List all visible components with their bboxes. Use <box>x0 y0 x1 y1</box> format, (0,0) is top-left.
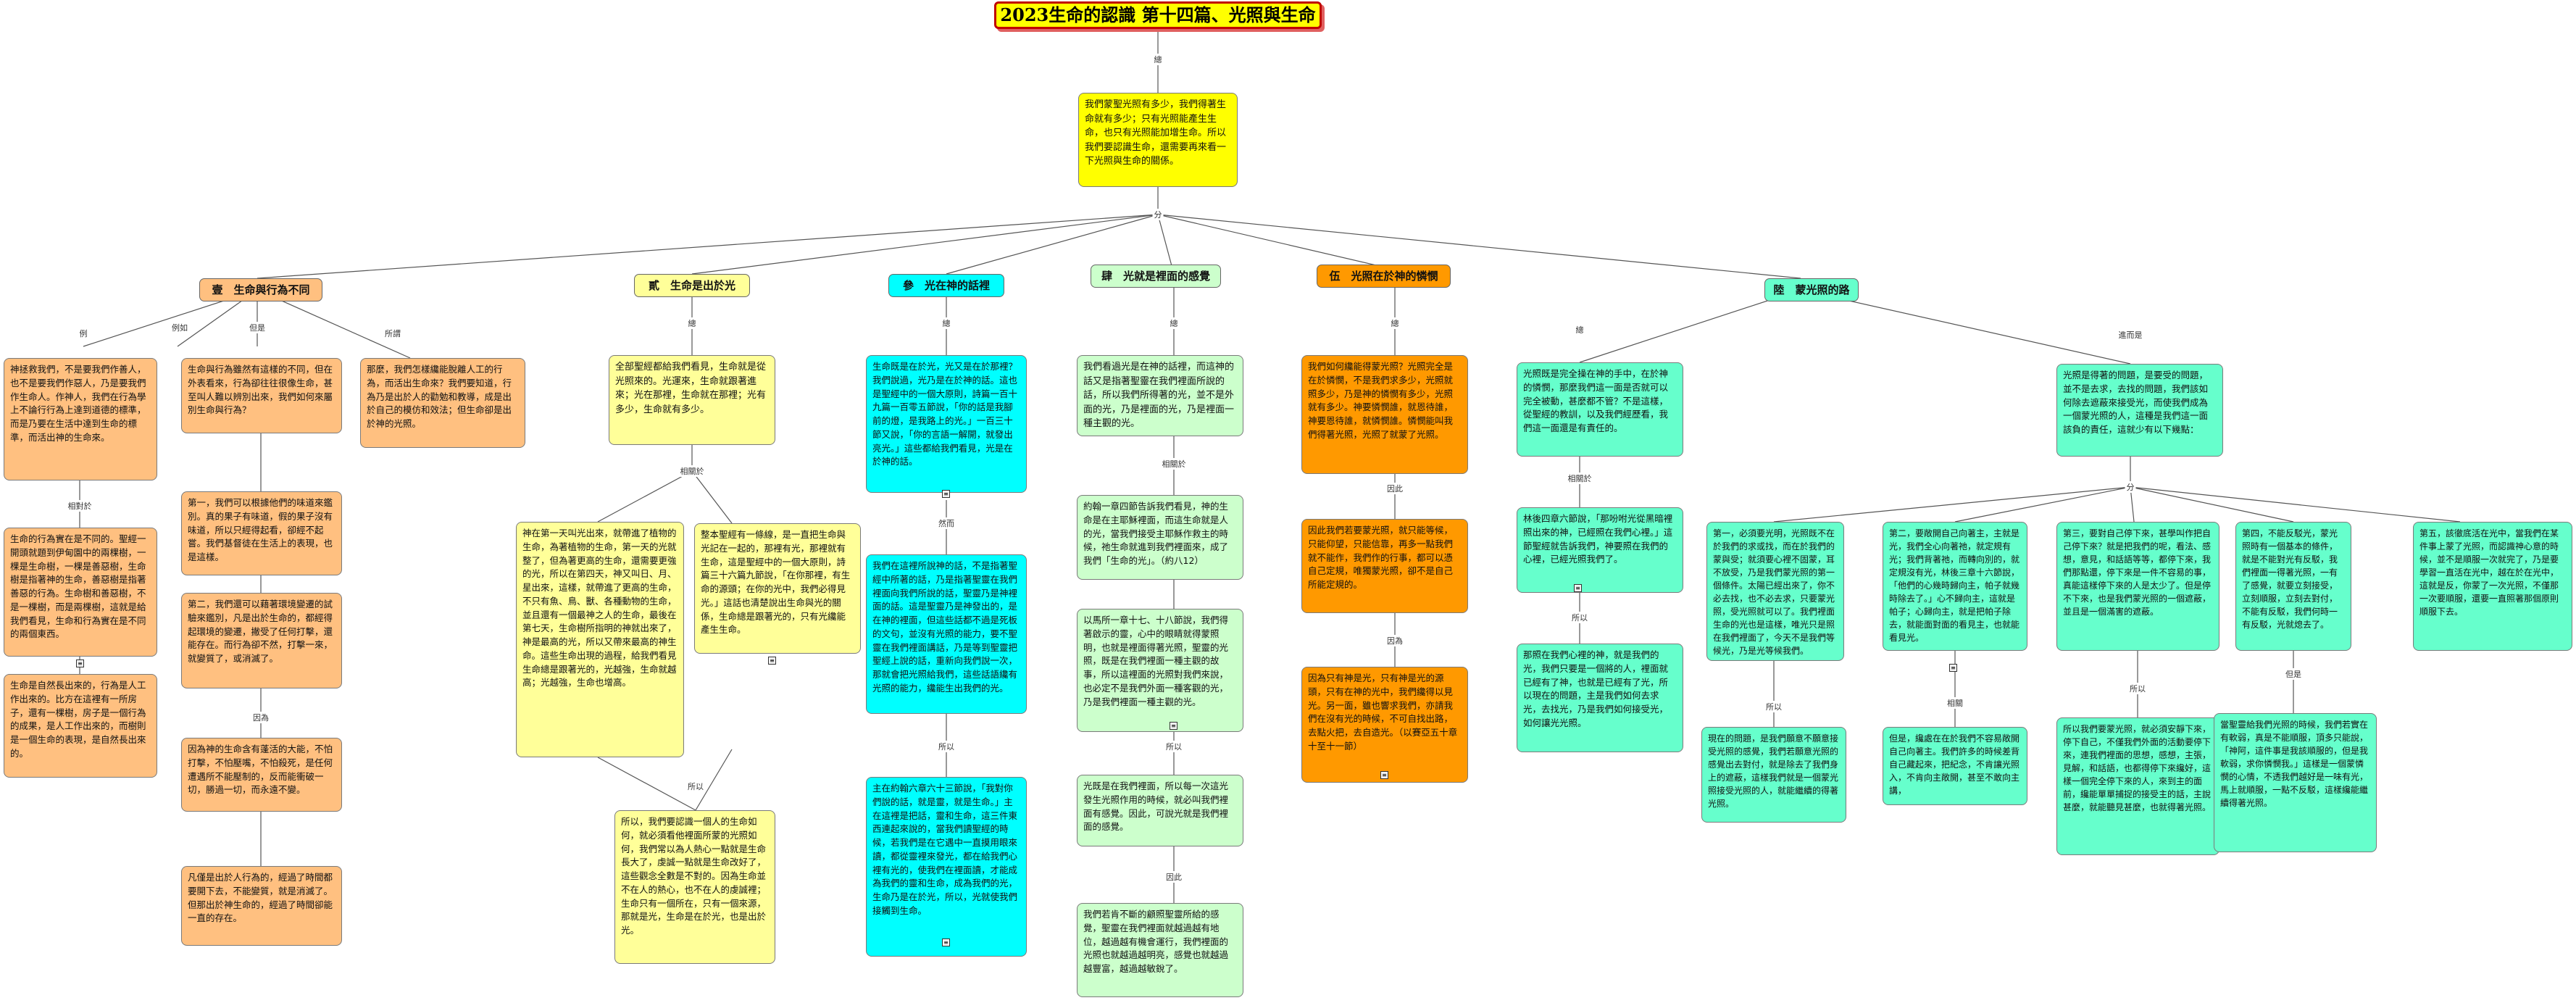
label-b6-c: 相關於 <box>1566 473 1593 484</box>
label-b6-b: 進而是 <box>2117 329 2144 341</box>
label-b2-b: 相關於 <box>678 465 706 477</box>
b1-node-1[interactable]: 神拯救我們，不是要我們作善人，也不是要我們作惡人，乃是要我們作生命人。作神人，我… <box>4 358 157 480</box>
label-b6-h: 相關 <box>1946 697 1964 709</box>
b5-node-3[interactable]: 因為只有神是光，只有神是光的源頭，只有在神的光中，我們纔得以見光。另一面，雖也響… <box>1301 667 1468 783</box>
b5-node-2[interactable]: 因此我們若要蒙光照，就只能等候，只能仰望，只能信靠，再多一點我們就不能作，我們作… <box>1301 519 1468 613</box>
label-b1-d: 所謂 <box>383 328 402 339</box>
b6-node-11[interactable]: 第四，不能反駁光，蒙光照時有一個基本的條件，就是不能對光有反駁，我們裡面一得著光… <box>2235 522 2351 651</box>
b6-node-13[interactable]: 第五，該徹底活在光中，當我們在某件事上蒙了光照，而認識神心意的時候，並不是順服一… <box>2413 522 2572 651</box>
branch-heading-6[interactable]: 陸 蒙光照的路 <box>1764 278 1859 301</box>
label-b3-c: 所以 <box>937 741 956 752</box>
branch-heading-5[interactable]: 伍 光照在於神的憐憫 <box>1317 265 1451 288</box>
root-node[interactable]: 我們蒙聖光照有多少，我們得著生命就有多少；只有光照能產生生命，也只有光照能加增生… <box>1078 93 1238 187</box>
label-b5-b: 因此 <box>1385 483 1404 494</box>
b1-node-3[interactable]: 生命是自然長出來的，行為是人工作出來的。比方在這裡有一所房子，還有一棵樹，房子是… <box>4 674 157 778</box>
b1-node-6[interactable]: 第二，我們還可以藉著環境變遷的試驗來鑑別，凡是出於生命的，都經得起環境的變遷，撇… <box>181 593 342 688</box>
label-b4-b: 相關於 <box>1160 458 1188 470</box>
b1-node-4[interactable]: 生命與行為雖然有這樣的不同，但在外表看來，行為卻往往很像生命，甚至叫人難以辨別出… <box>181 358 342 433</box>
label-title-root: 總 <box>1152 54 1164 65</box>
page-title: 2023生命的認識 第十四篇、光照與生命 <box>994 1 1322 29</box>
b6-node-10[interactable]: 所以我們要蒙光照，就必須安靜下來，停下自己，不僅我們外面的活動要停下來，連我們裡… <box>2056 717 2219 855</box>
label-b4-c: 所以 <box>1164 741 1183 752</box>
label-root-branches: 分 <box>1152 209 1164 220</box>
b2-node-2[interactable]: 神在第一天叫光出來，就帶進了植物的生命，為著植物的生命，第一天的光就整了，但為著… <box>516 522 684 757</box>
label-b5-c: 因為 <box>1385 635 1404 646</box>
b6-node-9[interactable]: 第三，要對自己停下來，甚學叫作把自己停下來？就是把我們的呢，看法、感想，意見，和… <box>2056 522 2219 651</box>
b2-node-4[interactable]: 所以，我們要認識一個人的生命如何，就必須看他裡面所蒙的光照如何，我們常以為人熱心… <box>614 810 775 964</box>
label-b2-a: 總 <box>686 317 698 329</box>
b6-node-8[interactable]: 但是，纔處在在於我們不容易敞開自己向著主。我們許多的時候差背自己藏起來，把紀念，… <box>1883 727 2027 805</box>
b2-node-3[interactable]: 整本聖經有一條線，是一直把生命與光記在一起的，那裡有光，那裡就有生命，這是聖經中… <box>694 523 861 654</box>
b5-node-1[interactable]: 我們如何纔能得蒙光照？光照完全是在於憐憫，不是我們求多少，光照就照多少，乃是神的… <box>1301 355 1468 474</box>
b4-node-2[interactable]: 約翰一章四節告訴我們看見，神的生命是在主耶穌裡面，而這生命就是人的光，當我們接受… <box>1077 495 1243 580</box>
note-icon[interactable]: ≡ <box>1574 584 1582 592</box>
label-b5-a: 總 <box>1389 317 1401 329</box>
note-icon[interactable]: ≡ <box>1170 722 1177 730</box>
b4-node-3[interactable]: 以馬所一章十七、十八節說，我們得著啟示的靈，心中的眼睛就得蒙照明，也就是裡面得著… <box>1077 609 1243 732</box>
b1-node-2[interactable]: 生命的行為實在是不同的。聖經一開頭就題到伊甸園中的兩棵樹，一棵是生命樹，一棵是善… <box>4 528 157 657</box>
b1-node-8[interactable]: 凡僅是出於人行為的，經過了時間都要開下去，不能變質，就是消滅了。但那出於神生命的… <box>181 866 342 946</box>
b6-node-3[interactable]: 那照在我們心裡的神，就是我們的光，我們只要是一個將的人，裡面就已經有了神，也就是… <box>1517 644 1683 752</box>
b6-node-7[interactable]: 第二，要敞開自己向著主，主就是光，我們全心向著祂，就定規有光；我們背著祂，而轉向… <box>1883 522 2027 651</box>
branch-heading-4[interactable]: 肆 光就是裡面的感覺 <box>1091 265 1221 288</box>
b2-node-1[interactable]: 全部聖經都給我們看見，生命就是從光照來的。光運來，生命就跟著進來；光在那裡，生命… <box>609 355 775 445</box>
label-b6-i: 所以 <box>2128 683 2147 694</box>
b1-node-5[interactable]: 第一，我們可以根據他們的味道來鑑別。真的果子有味道，假的果子沒有味道，所以只經得… <box>181 491 342 575</box>
branch-heading-1[interactable]: 壹 生命與行為不同 <box>199 278 322 301</box>
b3-node-3[interactable]: 主在約翰六章六十三節說，「我對你們說的話，就是靈，就是生命。」主在這裡是把話，靈… <box>866 777 1027 957</box>
b1-node-7[interactable]: 因為神的生命含有蓬活的大能，不怕打擊，不怕壓嘴，不怕殺死，是任何遭遇所不能壓制的… <box>181 738 342 812</box>
label-b1-a: 例 <box>78 328 89 339</box>
branch-heading-3[interactable]: 參 光在神的話裡 <box>888 274 1004 297</box>
b6-node-4[interactable]: 光照是得著的問題，是要受的問題，並不是去求，去找的問題，我們該如何除去遮蔽來接受… <box>2056 364 2223 457</box>
label-b3-a: 總 <box>941 317 952 329</box>
b4-node-5[interactable]: 我們若肯不斷的顧照聖靈所給的感覺，聖靈在我們裡面就越過越有地位，越過越有機會運行… <box>1077 903 1243 997</box>
note-icon[interactable]: ≡ <box>1949 664 1957 672</box>
label-b6-d: 所以 <box>1570 612 1589 623</box>
label-b2-c: 所以 <box>686 781 705 792</box>
note-icon[interactable]: ≡ <box>768 657 776 665</box>
b6-node-2[interactable]: 林後四章六節說，「那吩咐光從黑暗裡照出來的神，已經照在我們心裡。」這節聖經就告訴… <box>1517 507 1683 593</box>
label-b1-b: 例如 <box>170 322 189 333</box>
note-icon[interactable]: ≡ <box>942 490 950 498</box>
label-b1-e: 相對於 <box>66 500 93 512</box>
label-b6-f: 分 <box>2125 481 2136 493</box>
note-icon[interactable]: ≡ <box>942 939 950 946</box>
label-b6-a: 總 <box>1574 324 1585 336</box>
label-b4-d: 因此 <box>1164 871 1183 883</box>
b6-node-6[interactable]: 現在的問題，是我們願意不願意接受光照的感覺，我們若願意光照的感覺出去對付，就是除… <box>1701 727 1846 823</box>
label-b6-g: 所以 <box>1764 701 1783 712</box>
b6-node-12[interactable]: 當聖靈給我們光照的時候，我們若實在有軟弱，真是不能順服，頂多只能說，「神阿，這件… <box>2214 713 2377 852</box>
note-icon[interactable]: ≡ <box>76 659 84 667</box>
b3-node-2[interactable]: 我們在這裡所說神的話，不是指著聖經中所著的話，乃是指著聖靈在我們裡面向我們所說的… <box>866 554 1027 714</box>
b6-node-1[interactable]: 光照既是完全操在神的手中，在於神的憐憫，那麼我們這一面是否就可以完全被動，甚麼都… <box>1517 362 1683 457</box>
b4-node-1[interactable]: 我們看過光是在神的話裡，而這神的話又是指著聖靈在我們裡面所說的話，所以我們所得著… <box>1077 355 1243 436</box>
label-b1-c: 但是 <box>248 322 267 333</box>
b3-node-1[interactable]: 生命既是在於光，光又是在於那裡？我們說過，光乃是在於神的話。這也是聖經中的一個大… <box>866 355 1027 493</box>
b6-node-5[interactable]: 第一，必須要光明，光照既不在於我們的求或找，而在於我們的蒙與受；就須要心裡不固蒙… <box>1706 522 1844 661</box>
note-icon[interactable]: ≡ <box>1380 771 1388 779</box>
label-b3-b: 然而 <box>937 517 956 529</box>
branch-heading-2[interactable]: 貳 生命是出於光 <box>634 274 750 297</box>
label-b1-f: 因為 <box>251 712 270 723</box>
b4-node-4[interactable]: 光既是在我們裡面，所以每一次這光發生光照作用的時候，就必叫我們裡面有感覺。因此，… <box>1077 775 1243 846</box>
label-b4-a: 總 <box>1168 317 1180 329</box>
b1-node-9[interactable]: 那麼，我們怎樣纔能脫離人工的行為，而活出生命來？我們要知道，行為乃是出於人的勸勉… <box>360 358 525 448</box>
label-b6-j: 但是 <box>2284 668 2303 680</box>
